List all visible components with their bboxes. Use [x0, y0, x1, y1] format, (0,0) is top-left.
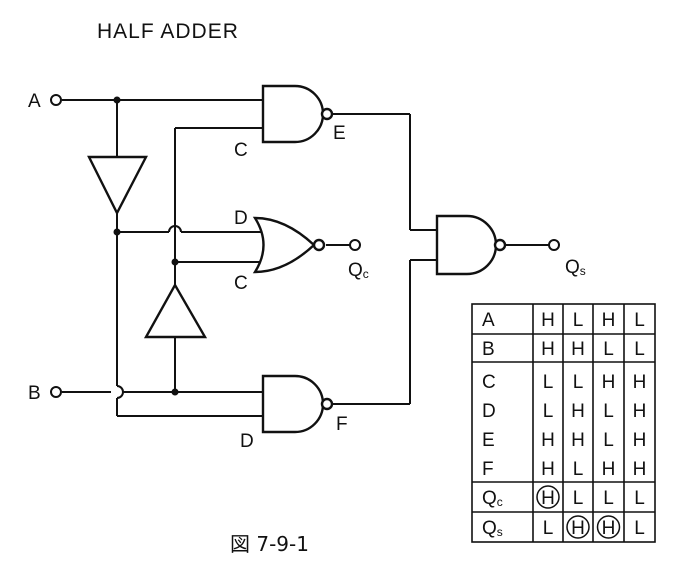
nand-gate-output: [435, 214, 507, 276]
nand-gate-top: [261, 84, 334, 144]
diagram-title: HALF ADDER: [97, 20, 239, 43]
truth-table-cell: H: [541, 310, 555, 331]
truth-table-cell: H: [541, 430, 555, 451]
truth-table-cell: H: [602, 372, 616, 393]
truth-table-row-label: Qs: [482, 518, 503, 539]
truth-table-cell: H: [602, 518, 616, 539]
truth-table-cell: L: [603, 401, 614, 422]
truth-table-cell: H: [633, 401, 647, 422]
truth-table-cell: L: [573, 310, 584, 331]
buffer-gate-b: [143, 282, 208, 339]
label-qc: Qc: [348, 260, 369, 281]
junction-dots: [113, 96, 179, 396]
truth-table-cell: H: [633, 459, 647, 480]
truth-table-row-label: C: [482, 372, 496, 393]
input-b-terminal: [50, 386, 62, 398]
junction-dot: [171, 258, 179, 266]
junction-dot: [113, 96, 121, 104]
truth-table-row-label: A: [482, 310, 495, 331]
truth-table-cell: L: [634, 339, 645, 360]
junction-dot: [113, 228, 121, 236]
nor-gate: [252, 216, 326, 274]
label-f: F: [336, 414, 348, 435]
output-qs-terminal: [548, 239, 560, 251]
truth-table-cell: H: [602, 459, 616, 480]
truth-table-cell: H: [571, 430, 585, 451]
truth-table-cell: L: [543, 401, 554, 422]
label-b: B: [28, 383, 41, 404]
truth-table-row-label: Qc: [482, 488, 503, 509]
output-qc-terminal: [349, 239, 361, 251]
buffer-gate-a: [87, 155, 148, 216]
label-d-bot: D: [240, 431, 254, 452]
truth-table-cell: L: [543, 518, 554, 539]
label-c-top: C: [234, 140, 248, 161]
truth-table-cell: L: [573, 488, 584, 509]
label-d-mid: D: [234, 208, 248, 229]
truth-table-cell: L: [634, 518, 645, 539]
truth-table-row-label: E: [482, 430, 495, 451]
truth-table-row-label: F: [482, 459, 494, 480]
truth-table-cell: H: [541, 459, 555, 480]
input-a-terminal: [50, 94, 62, 106]
label-qs: Qs: [565, 257, 586, 278]
truth-table-cell: L: [573, 459, 584, 480]
truth-table-cell: L: [634, 488, 645, 509]
truth-table-cell: L: [603, 430, 614, 451]
truth-table-cell: H: [633, 430, 647, 451]
truth-table-cell: H: [633, 372, 647, 393]
truth-table-cell: H: [571, 339, 585, 360]
truth-table-cell: L: [603, 488, 614, 509]
truth-table-circle-mark: [536, 485, 560, 509]
truth-table-cell: L: [634, 310, 645, 331]
truth-table-row-label: B: [482, 339, 495, 360]
truth-table-cell: H: [571, 401, 585, 422]
junction-dot: [171, 388, 179, 396]
label-a: A: [28, 91, 41, 112]
truth-table-cell: L: [603, 339, 614, 360]
wire-d-hop-b: [116, 385, 124, 399]
label-c-mid: C: [234, 273, 248, 294]
truth-table-circle-mark: [596, 515, 621, 539]
truth-table-cell: H: [541, 339, 555, 360]
truth-table-cell: H: [602, 310, 616, 331]
nand-gate-bottom: [261, 374, 334, 434]
terminals: [50, 94, 560, 398]
truth-table-circle-mark: [566, 515, 590, 539]
truth-table-cell: H: [541, 488, 555, 509]
truth-table-cell: H: [571, 518, 585, 539]
truth-table-cell: L: [573, 372, 584, 393]
truth-table-cell: L: [543, 372, 554, 393]
truth-table-row-label: D: [482, 401, 496, 422]
label-e: E: [333, 123, 346, 144]
figure-caption: 図 7-9-1: [230, 532, 309, 556]
wires: [62, 99, 549, 417]
